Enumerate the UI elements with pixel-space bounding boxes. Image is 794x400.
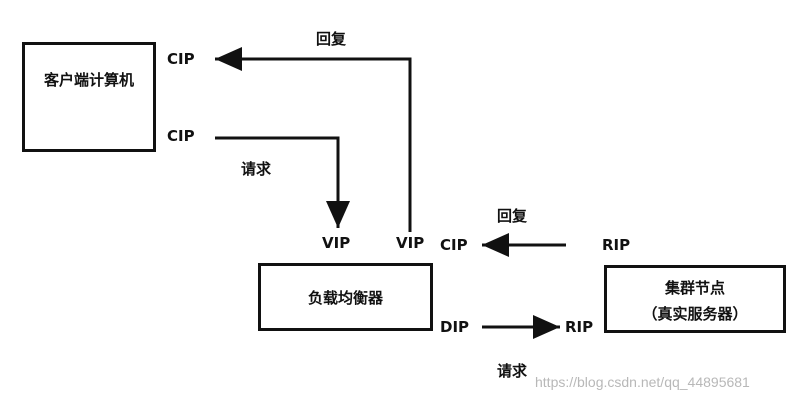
client-cip-reply-label: CIP [167,50,195,68]
lb-dip-label: DIP [440,318,470,336]
client-cip-request-label: CIP [167,127,195,145]
cluster-rip-reply-label: RIP [602,236,631,254]
cluster-rip-request-label: RIP [565,318,594,336]
cluster-node-sublabel: （真实服务器） [642,305,748,323]
load-balancer-label: 负载均衡器 [307,289,383,307]
lb-cip-reply-label: CIP [440,236,468,254]
request-arrow-top [215,136,350,228]
lb-vip-in-label: VIP [322,234,351,252]
reply-top-label: 回复 [316,30,347,48]
watermark: https://blog.csdn.net/qq_44895681 [535,374,750,390]
cluster-node-box: 集群节点 （真实服务器） [604,265,786,333]
client-computer-box: 客户端计算机 [22,42,156,152]
reply-right-label: 回复 [497,207,528,225]
load-balancer-box: 负载均衡器 [258,263,433,331]
client-computer-label: 客户端计算机 [43,71,134,89]
request-top-label: 请求 [241,160,272,178]
request-bottom-label: 请求 [497,362,528,380]
reply-arrow-top [215,47,412,232]
lb-vip-out-label: VIP [396,234,425,252]
cluster-node-label: 集群节点 [664,279,725,297]
